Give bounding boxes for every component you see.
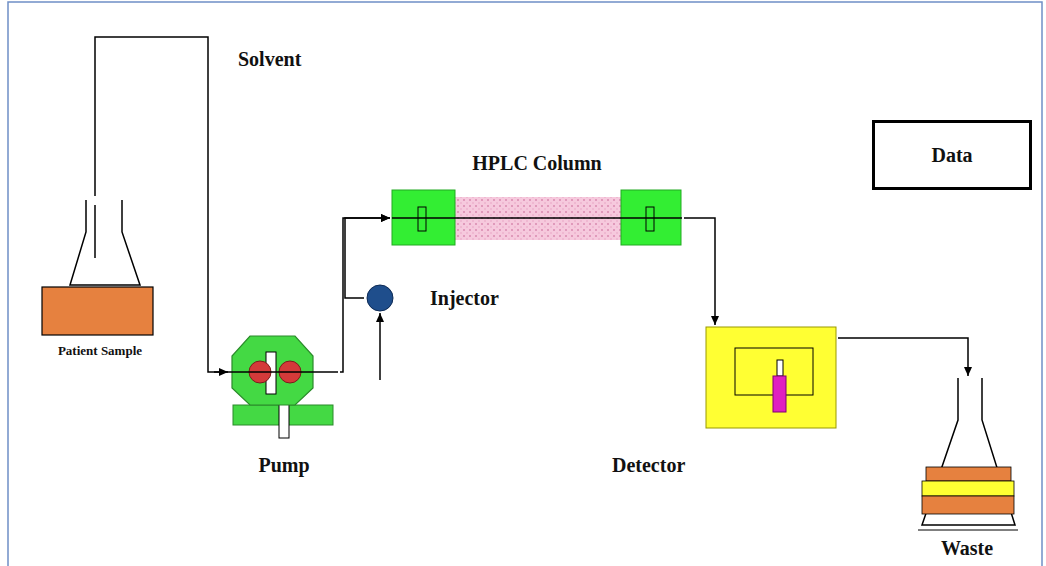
- node-label: HPLC Column: [472, 152, 601, 174]
- hplc-column: [392, 190, 682, 245]
- flow-arrow: [95, 37, 228, 372]
- sample-flask: [42, 200, 153, 335]
- flow-arrow: [838, 338, 968, 376]
- flow-arrow: [684, 218, 715, 325]
- node-label: Data: [931, 144, 972, 166]
- flow-arrow: [345, 218, 390, 298]
- injector-node: Injector: [364, 282, 524, 314]
- detector-node: Detector: [608, 325, 838, 483]
- frame: [8, 2, 1042, 566]
- pump-node: Pump: [228, 332, 340, 482]
- data-box: Data: [872, 120, 1032, 190]
- edge-label: Solvent: [236, 48, 303, 71]
- sample-node: Patient Sample: [38, 196, 162, 368]
- waste-flask: [918, 378, 1018, 530]
- node-label: Detector: [612, 454, 685, 476]
- node-label: Waste: [941, 537, 993, 559]
- flow-arrow: [340, 218, 390, 372]
- injector: [367, 285, 393, 380]
- waste-node: Waste: [914, 376, 1020, 560]
- column-node: HPLC Column: [390, 150, 684, 248]
- detector: [706, 327, 836, 428]
- node-label: Injector: [430, 287, 499, 309]
- node-label: Pump: [258, 454, 309, 476]
- pump: [214, 336, 338, 438]
- node-label: Patient Sample: [58, 344, 142, 358]
